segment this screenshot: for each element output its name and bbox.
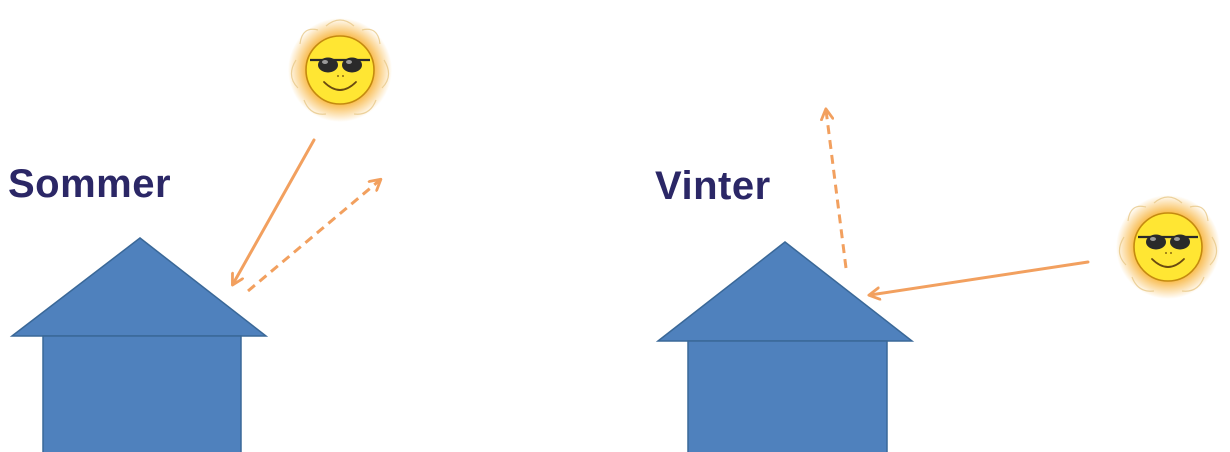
winter-incoming-ray-arrow <box>870 260 1090 295</box>
winter-house-roof <box>655 241 915 342</box>
summer-sun-icon <box>286 16 394 124</box>
summer-house-roof <box>9 237 269 337</box>
winter-label: Vinter <box>655 164 771 208</box>
winter-house <box>655 241 915 452</box>
summer-reflected-ray-arrow <box>247 180 380 293</box>
summer-scene <box>9 16 394 452</box>
summer-label: Sommer <box>8 162 172 206</box>
winter-reflected-ray-arrow <box>826 110 848 269</box>
winter-sun-icon <box>1114 193 1222 301</box>
winter-scene <box>655 110 1222 452</box>
summer-incoming-ray-arrow <box>233 138 316 284</box>
summer-house <box>9 237 269 452</box>
summer-house-body <box>42 335 242 452</box>
winter-house-body <box>687 340 888 452</box>
